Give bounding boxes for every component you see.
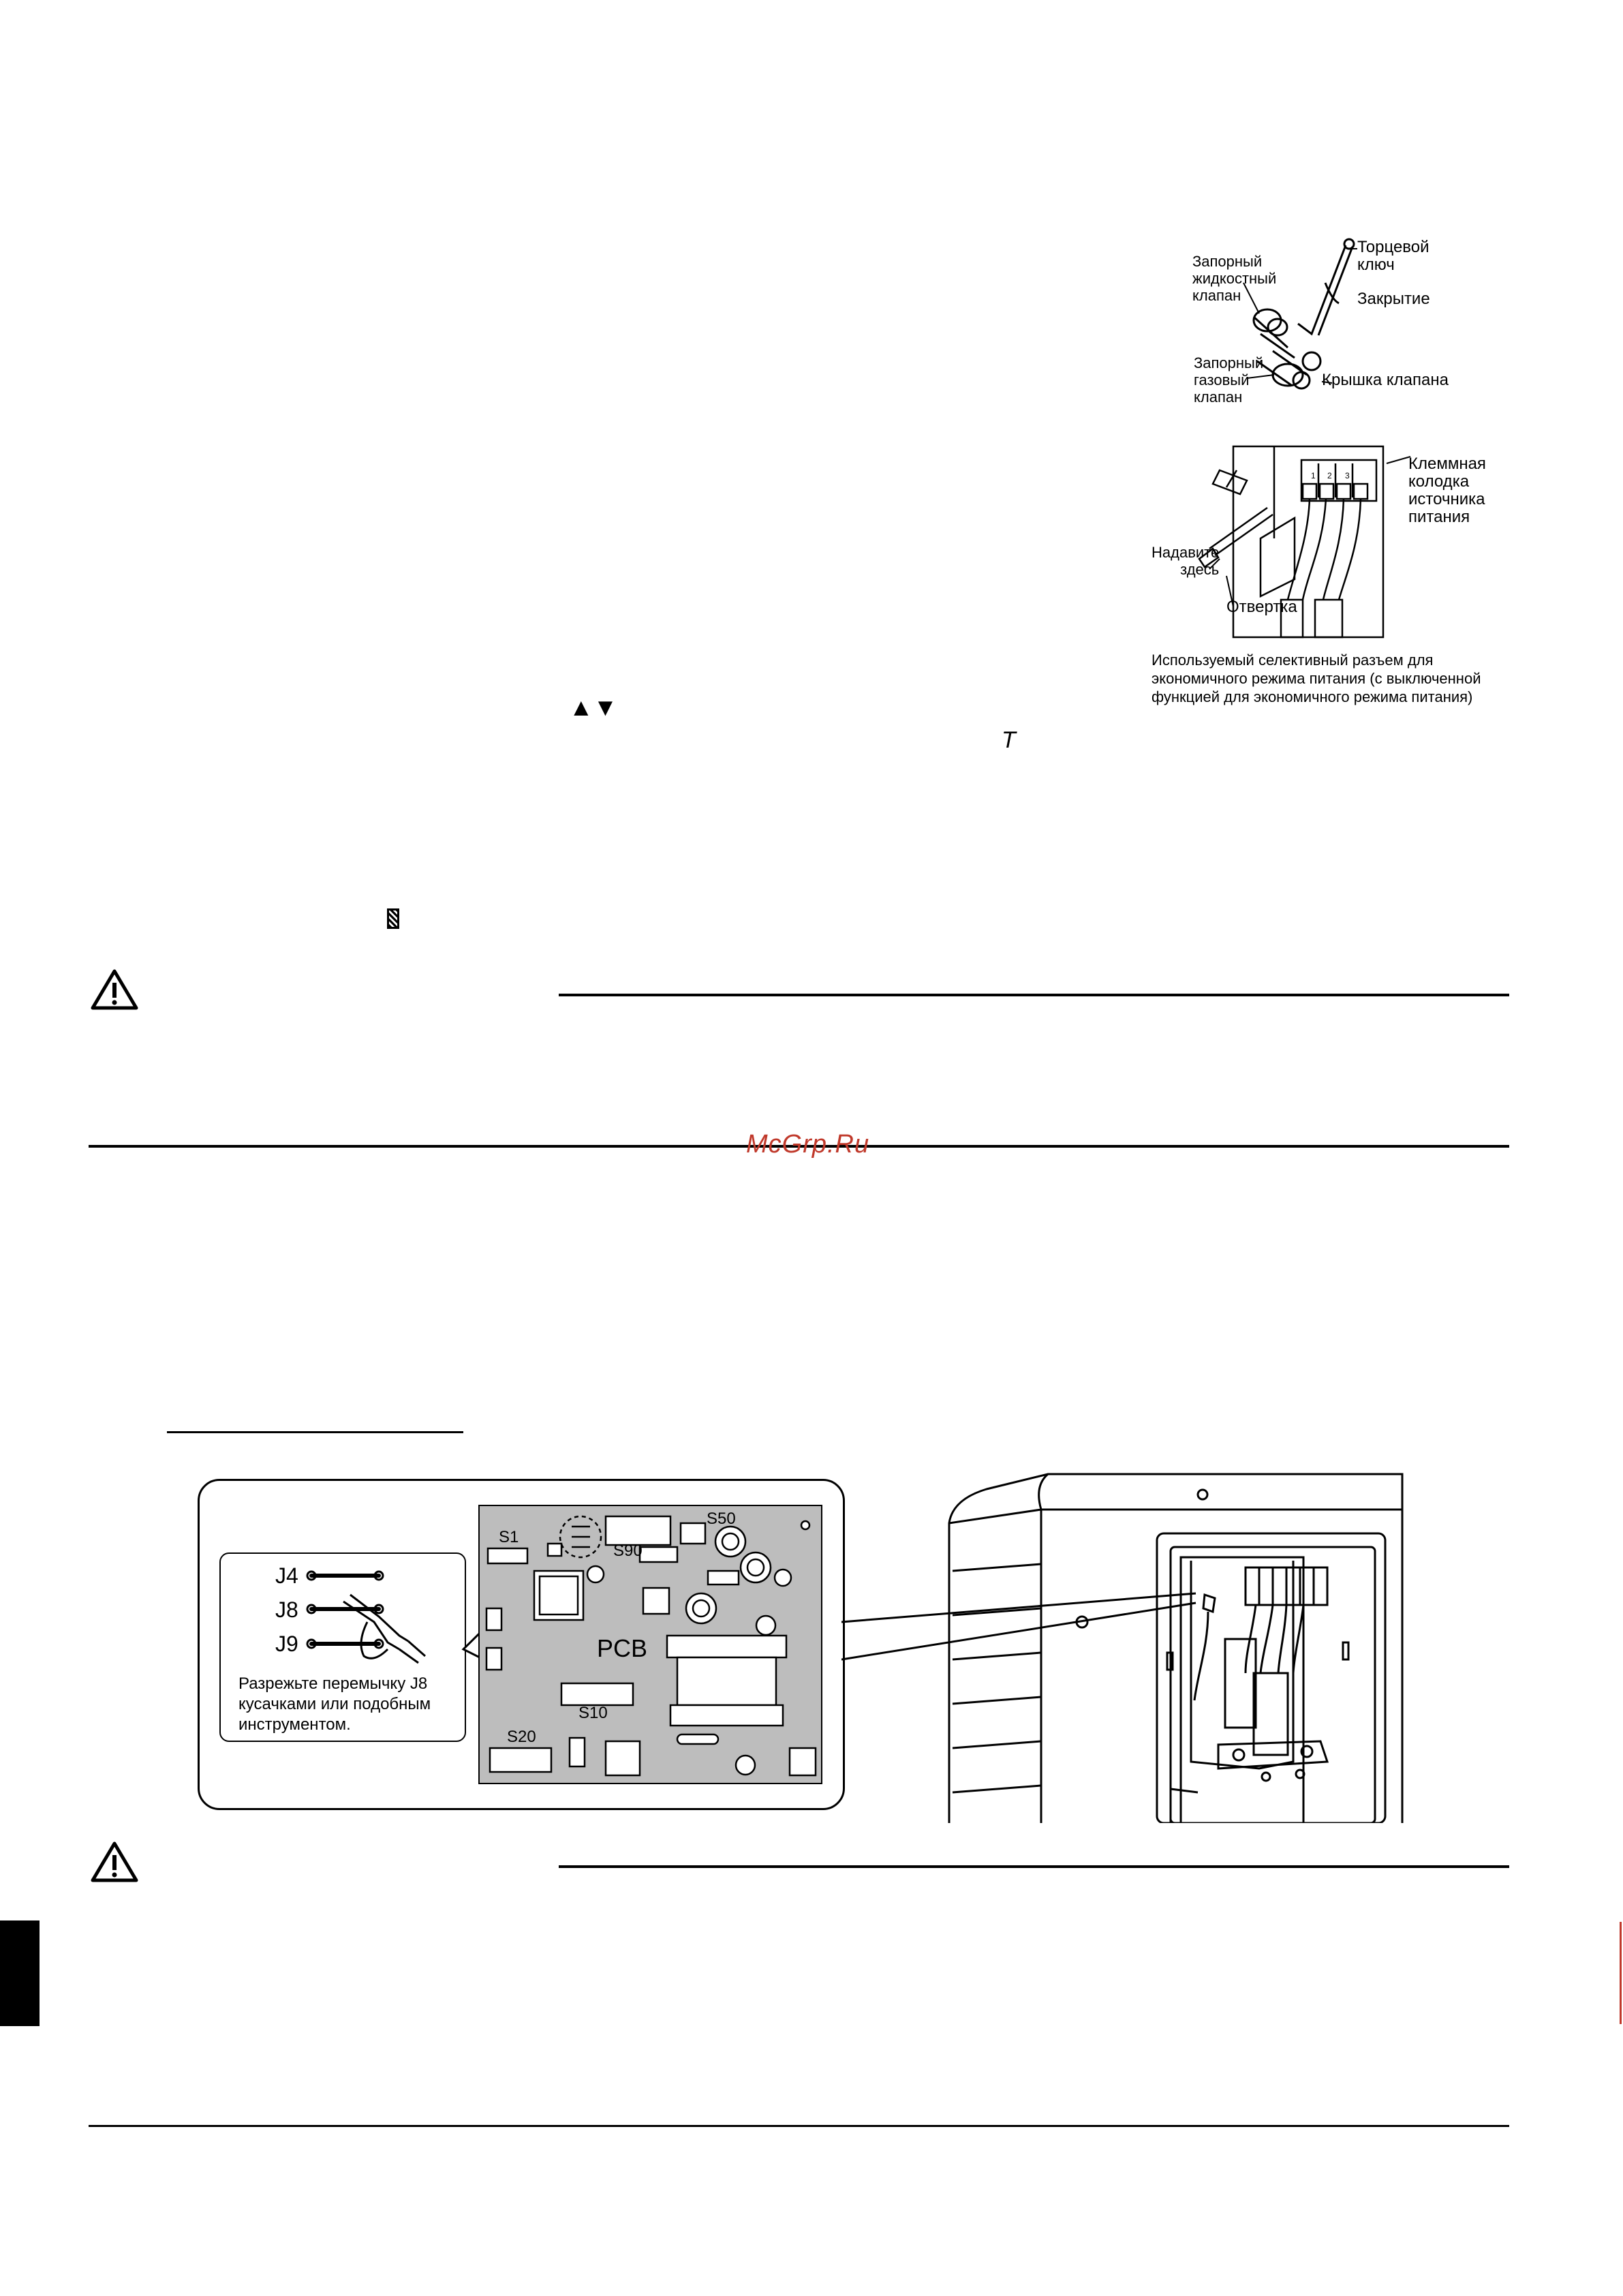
gas-valve-label: Запорный газовый клапан (1194, 354, 1264, 405)
valve-drawing (1243, 238, 1357, 390)
connector-s1-label: S1 (499, 1528, 519, 1546)
hatched-box-icon (387, 908, 399, 929)
warning-rule (559, 994, 1509, 996)
liquid-valve-label: Запорный жидкостный клапан (1192, 253, 1277, 304)
outdoor-unit-drawing (946, 1469, 1409, 1828)
terminal-drawing: 1 2 3 (1198, 445, 1411, 639)
terminal-number-1: 1 (1311, 471, 1316, 480)
language-side-tab (0, 1920, 40, 2026)
screwdriver-label: Отвертка (1226, 598, 1297, 616)
connector-s90-label: S90 (613, 1542, 643, 1560)
footer-rule (89, 2125, 1509, 2127)
connector-s20-label: S20 (507, 1728, 536, 1746)
warning-icon (90, 968, 139, 1015)
t-symbol: T (1002, 727, 1016, 753)
jumper-j8-label: J8 (275, 1597, 298, 1622)
section-divider (89, 1145, 1509, 1148)
warning-icon-2 (90, 1840, 139, 1887)
socket-key-label: Торцевой ключ (1357, 238, 1429, 274)
jumper-inset: J4 J8 J9 Разрежьте перемычку J8 кусачкам… (219, 1552, 466, 1742)
cut-instruction: Разрежьте перемычку J8 кусачками или под… (238, 1674, 431, 1734)
closing-label: Закрытие (1357, 290, 1430, 308)
terminal-block-label: Клеммная колодка источника питания (1408, 455, 1486, 526)
connector-s50-label: S50 (707, 1510, 736, 1528)
terminal-figure-caption: Используемый селективный разъем для экон… (1151, 652, 1481, 705)
warning-rule-2 (559, 1865, 1509, 1868)
right-edge-mark (1620, 1922, 1622, 2024)
jumper-j4-label: J4 (275, 1563, 298, 1588)
terminal-number-2: 2 (1327, 471, 1332, 480)
terminal-number-3: 3 (1345, 471, 1350, 480)
terminal-figure: 1 2 3 Клеммная колодка источника питания… (1145, 443, 1526, 654)
subheading-underline (167, 1431, 463, 1433)
pcb-board-label: PCB (597, 1634, 648, 1662)
up-down-arrows-symbol: ▲▼ (569, 693, 618, 721)
press-here-label: Надавите здесь (1151, 544, 1220, 578)
callout-lines (841, 1592, 1196, 1661)
watermark: McGrp.Ru (746, 1130, 870, 1159)
valve-cap-label: Крышка клапана (1322, 371, 1449, 389)
jumper-j9-label: J9 (275, 1632, 298, 1656)
valve-figure: Торцевой ключ Запорный жидкостный клапан… (1186, 232, 1513, 409)
pcb-board: S1 S90 S50 PCB S10 S20 (478, 1505, 822, 1784)
connector-s10-label: S10 (578, 1704, 608, 1722)
